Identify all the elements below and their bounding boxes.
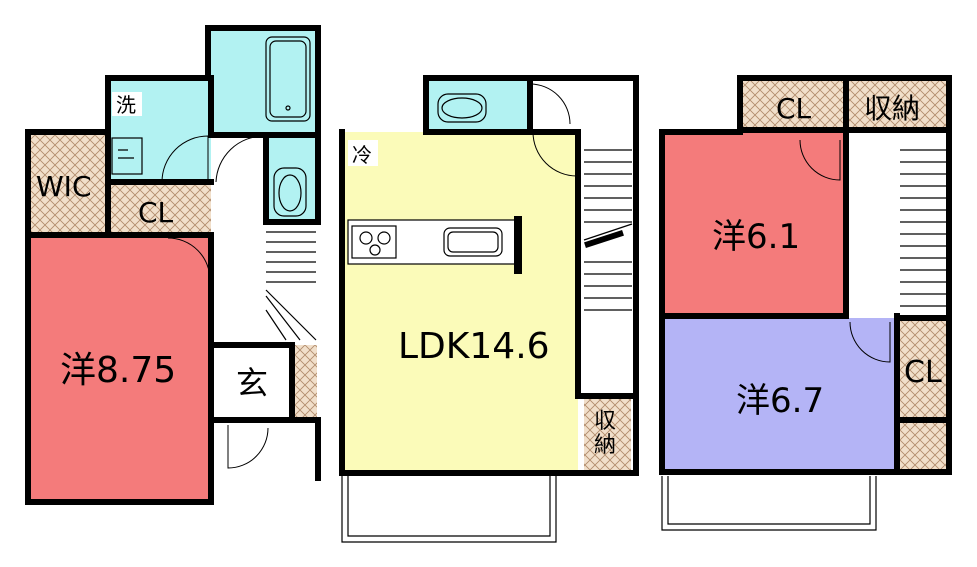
washroom-label: 洗 (116, 93, 136, 117)
kitchen-counter (347, 216, 522, 274)
western-room-67 (662, 318, 897, 472)
stairs-floor1 (265, 231, 317, 341)
washbasin (111, 137, 143, 175)
refrigerator-label: 冷 (352, 143, 372, 167)
wic-area (28, 132, 106, 234)
entrance-label: 玄 (236, 364, 268, 402)
storage-top-area (846, 80, 949, 130)
cl-area-floor1 (108, 185, 211, 235)
storage-floor2 (584, 398, 631, 470)
western-room-61-label: 洋6.1 (712, 217, 800, 257)
toilet-floor2 (437, 93, 487, 123)
western-room-61 (662, 132, 844, 316)
cl-side-lower (900, 420, 949, 472)
cl-side-label: CL (904, 355, 942, 390)
cl-top-label: CL (776, 92, 812, 125)
toilet-floor1 (273, 167, 307, 217)
storage-top-label: 収納 (864, 92, 920, 125)
storage-label-floor2: 収納 (594, 409, 616, 458)
toilet-room-floor2 (426, 80, 530, 130)
western-room-67-label: 洋6.7 (736, 381, 824, 421)
cl-side-area (900, 318, 949, 420)
cl-top-area (740, 80, 843, 130)
entrance-storage (292, 345, 317, 417)
stairs-floor2 (583, 149, 633, 311)
wic-label: WIC (36, 170, 92, 203)
floor-2 (339, 75, 639, 543)
western-room-875 (28, 236, 211, 502)
stairs-floor3 (900, 149, 946, 307)
cl-label-floor1: CL (138, 196, 174, 229)
washroom-label-box (112, 92, 142, 116)
hall-floor1 (211, 135, 266, 342)
floor-1 (25, 25, 321, 505)
refrigerator-label-box (348, 140, 378, 166)
floor-3 (659, 75, 952, 531)
bathtub (265, 36, 311, 122)
ldk-area (342, 132, 578, 473)
western-room-875-label: 洋8.75 (60, 350, 176, 391)
ldk-label: LDK14.6 (398, 326, 550, 367)
